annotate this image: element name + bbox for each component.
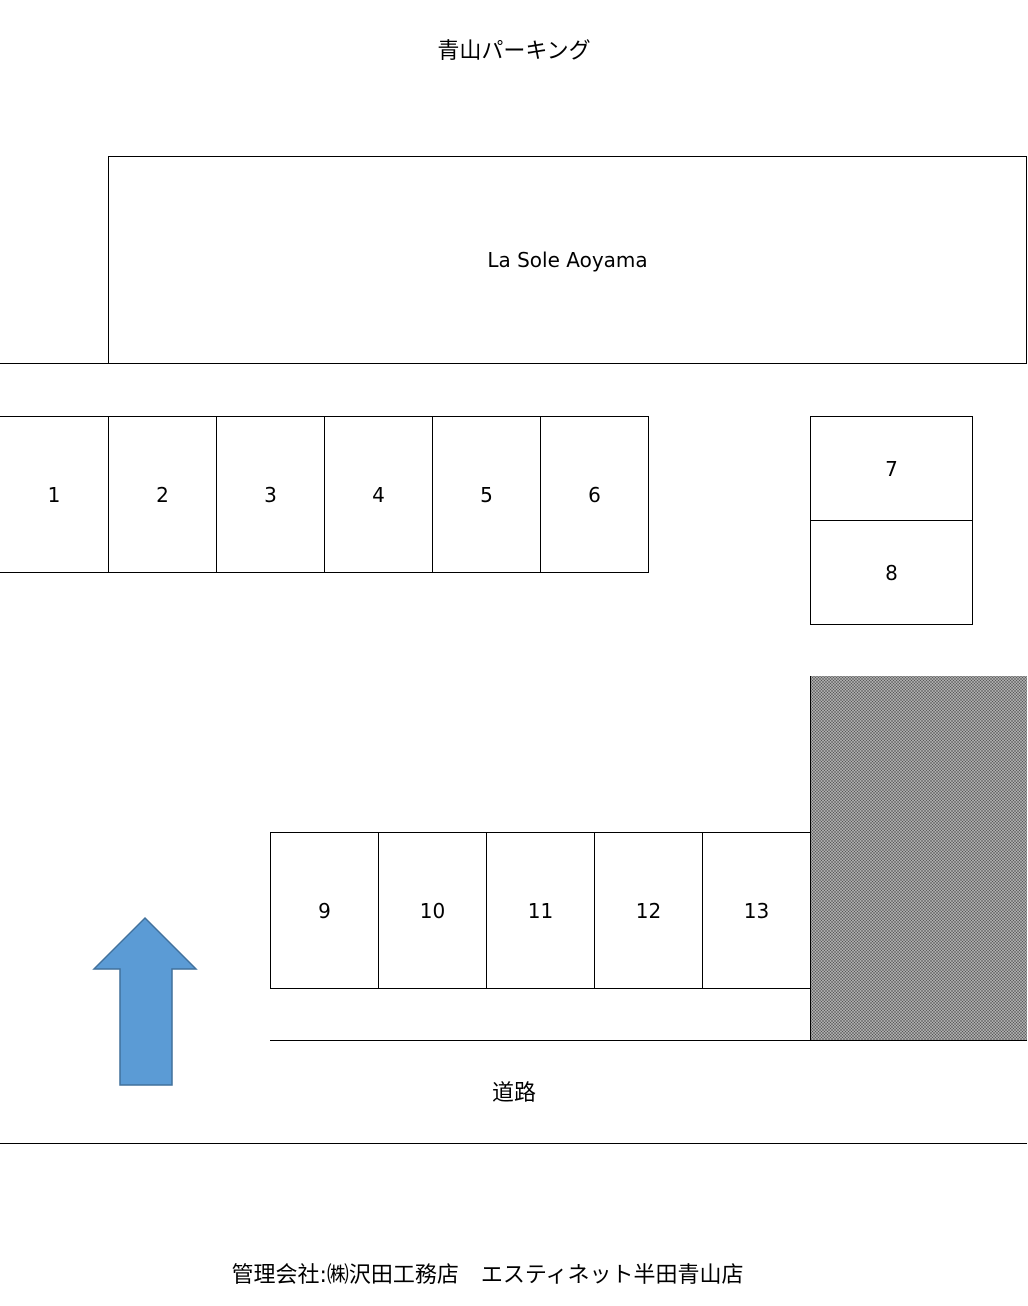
space-number: 9	[318, 898, 331, 923]
up-arrow-icon	[92, 916, 198, 1086]
space-number: 10	[419, 898, 446, 923]
space-number: 3	[264, 482, 277, 507]
space-number: 11	[527, 898, 554, 923]
arrow-shape	[92, 916, 198, 1086]
lot-edge-line	[270, 1040, 1027, 1041]
road-label: 道路	[491, 1081, 536, 1106]
space-number: 2	[156, 482, 169, 507]
parking-space-10: 10	[378, 832, 487, 989]
parking-space-1: 1	[0, 416, 109, 573]
space-number: 7	[885, 456, 898, 481]
parking-space-8: 8	[810, 520, 973, 625]
building-baseline	[0, 363, 1027, 364]
space-number: 1	[47, 482, 61, 507]
parking-space-7: 7	[810, 416, 973, 521]
parking-space-13: 13	[702, 832, 811, 989]
space-number: 13	[743, 898, 770, 923]
building-label: La Sole Aoyama	[487, 248, 648, 272]
building-la-sole-aoyama: La Sole Aoyama	[108, 156, 1027, 364]
road-edge-line	[0, 1143, 1027, 1144]
space-number: 8	[885, 560, 898, 585]
parking-space-5: 5	[432, 416, 541, 573]
parking-space-12: 12	[594, 832, 703, 989]
space-number: 12	[635, 898, 662, 923]
parking-space-6: 6	[540, 416, 649, 573]
space-number: 4	[372, 482, 385, 507]
space-number: 6	[588, 482, 601, 507]
parking-space-9: 9	[270, 832, 379, 989]
hatched-area	[810, 676, 1027, 1041]
management-company: 管理会社:㈱沢田工務店 エスティネット半田青山店	[231, 1263, 744, 1288]
page-title: 青山パーキング	[437, 39, 591, 64]
parking-space-11: 11	[486, 832, 595, 989]
parking-space-3: 3	[216, 416, 325, 573]
space-number: 5	[480, 482, 493, 507]
parking-space-2: 2	[108, 416, 217, 573]
parking-space-4: 4	[324, 416, 433, 573]
